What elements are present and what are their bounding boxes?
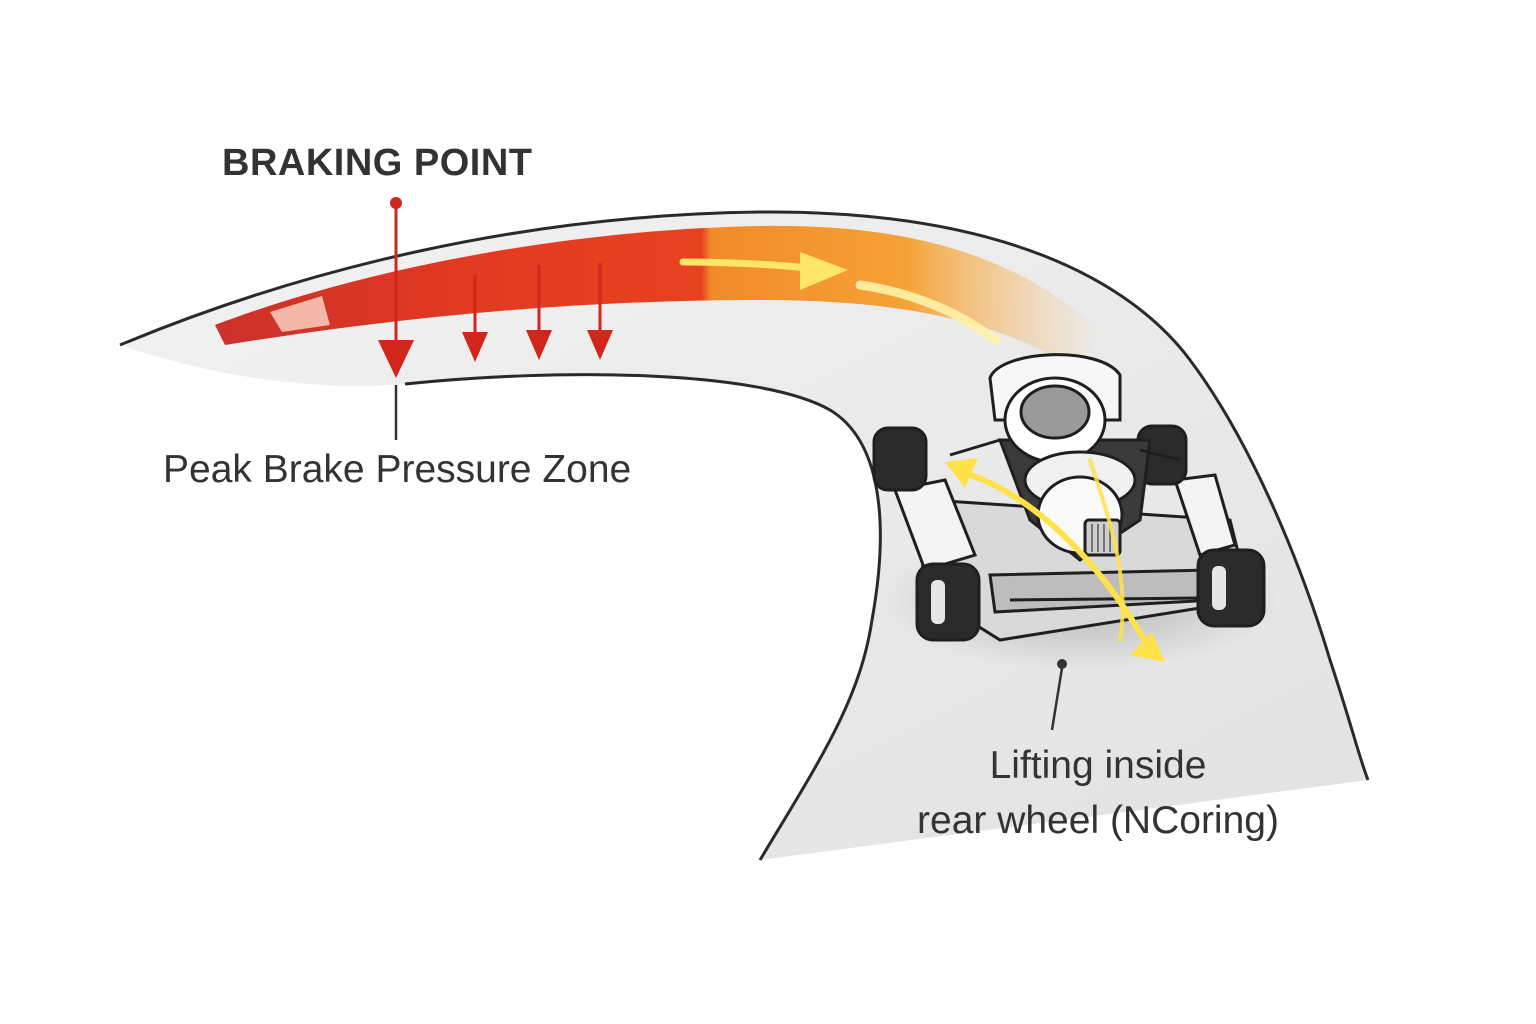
lifting-wheel-leader-line	[1050, 667, 1064, 731]
down-arrow-icon	[526, 330, 552, 360]
peak-brake-zone-label: Peak Brake Pressure Zone	[163, 448, 632, 491]
track-outer-edge	[119, 210, 1370, 781]
pressure-arrows	[462, 263, 613, 362]
braking-point-label: BRAKING POINT	[222, 142, 533, 184]
lifting-wheel-label: Lifting inside rear wheel (NCoring)	[888, 738, 1308, 848]
lifting-wheel-dot	[1057, 659, 1067, 669]
rear-left-wheel	[872, 426, 928, 492]
double-headed-arrow-icon	[945, 458, 1165, 662]
lifting-label-line-2: rear wheel (NCoring)	[917, 799, 1279, 842]
curved-arrow-icon	[855, 280, 1000, 345]
brake-pressure-band	[215, 225, 1100, 372]
down-arrow-icon	[462, 332, 488, 362]
front-right-wheel	[1196, 548, 1266, 628]
lifting-label-line-1: Lifting inside	[989, 744, 1207, 787]
front-left-wheel	[915, 562, 981, 642]
band-gap-stripe	[270, 296, 330, 332]
down-arrow-icon	[587, 330, 613, 360]
down-arrow-icon	[378, 340, 414, 378]
right-arrow-icon	[679, 258, 812, 272]
right-arrow-head	[800, 252, 848, 290]
track-inner-edge	[404, 373, 882, 861]
